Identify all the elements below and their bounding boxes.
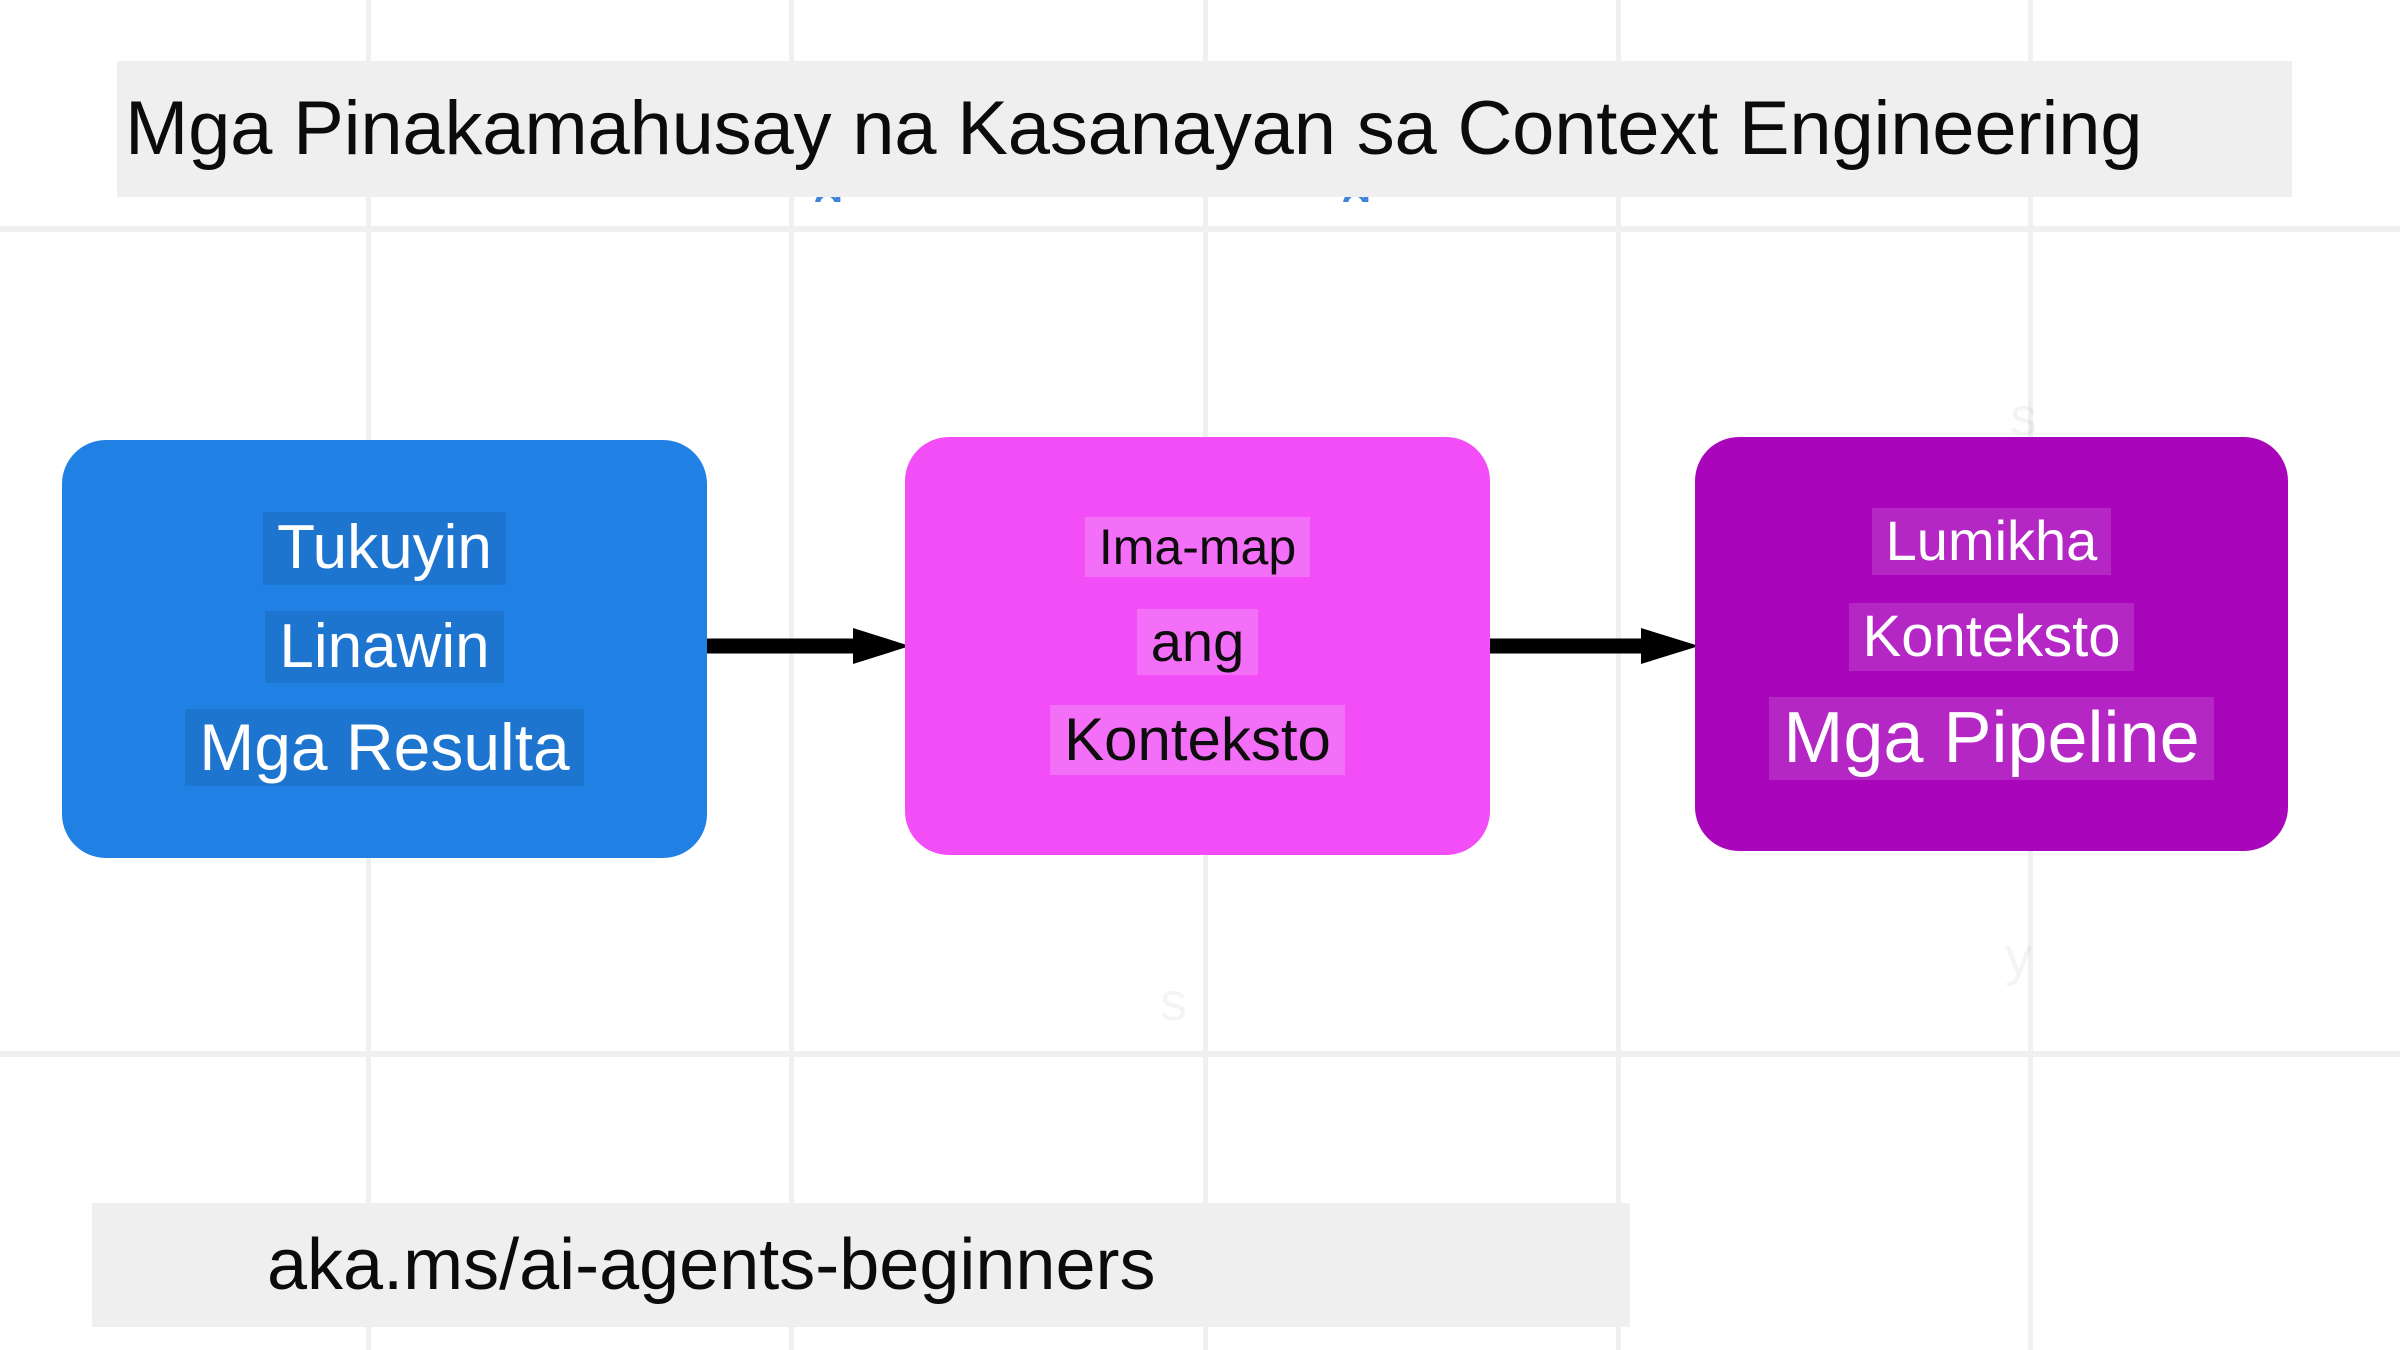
flow-node-build-pipelines[interactable]: Lumikha Konteksto Mga Pipeline xyxy=(1695,437,2288,851)
arrow-define-to-map xyxy=(705,628,910,664)
flow-node-map-line-2: ang xyxy=(1136,608,1259,675)
ghost-glyph: s xyxy=(2010,390,2037,444)
ghost-glyph: s xyxy=(1160,975,1187,1029)
page-title-text: Mga Pinakamahusay na Kasanayan sa Contex… xyxy=(125,86,2143,171)
flow-node-map-line-1: Ima-map xyxy=(1084,516,1311,577)
footer-url[interactable]: aka.ms/ai-agents-beginners xyxy=(92,1203,1630,1327)
page-title: Mga Pinakamahusay na Kasanayan sa Contex… xyxy=(117,61,2292,197)
flow-node-map-context[interactable]: Ima-map ang Konteksto xyxy=(905,437,1490,855)
flow-node-build-line-2: Konteksto xyxy=(1848,602,2135,671)
grid-line-vertical xyxy=(789,0,794,1350)
flow-node-define-line-2: Linawin xyxy=(265,610,504,684)
flow-node-define[interactable]: Tukuyin Linawin Mga Resulta xyxy=(62,440,707,858)
arrow-map-to-build xyxy=(1487,628,1699,664)
footer-url-text: aka.ms/ai-agents-beginners xyxy=(267,1225,1156,1305)
flow-node-map-line-3: Konteksto xyxy=(1050,704,1345,776)
flow-node-define-line-1: Tukuyin xyxy=(263,512,506,585)
grid-line-horizontal xyxy=(0,226,2400,232)
flow-node-build-line-1: Lumikha xyxy=(1871,508,2112,575)
grid-line-horizontal xyxy=(0,1051,2400,1057)
grid-line-vertical xyxy=(1616,0,1621,1350)
flow-node-build-line-3: Mga Pipeline xyxy=(1769,696,2214,780)
flow-node-define-line-3: Mga Resulta xyxy=(185,709,584,786)
ghost-glyph: y xyxy=(2005,930,2032,984)
